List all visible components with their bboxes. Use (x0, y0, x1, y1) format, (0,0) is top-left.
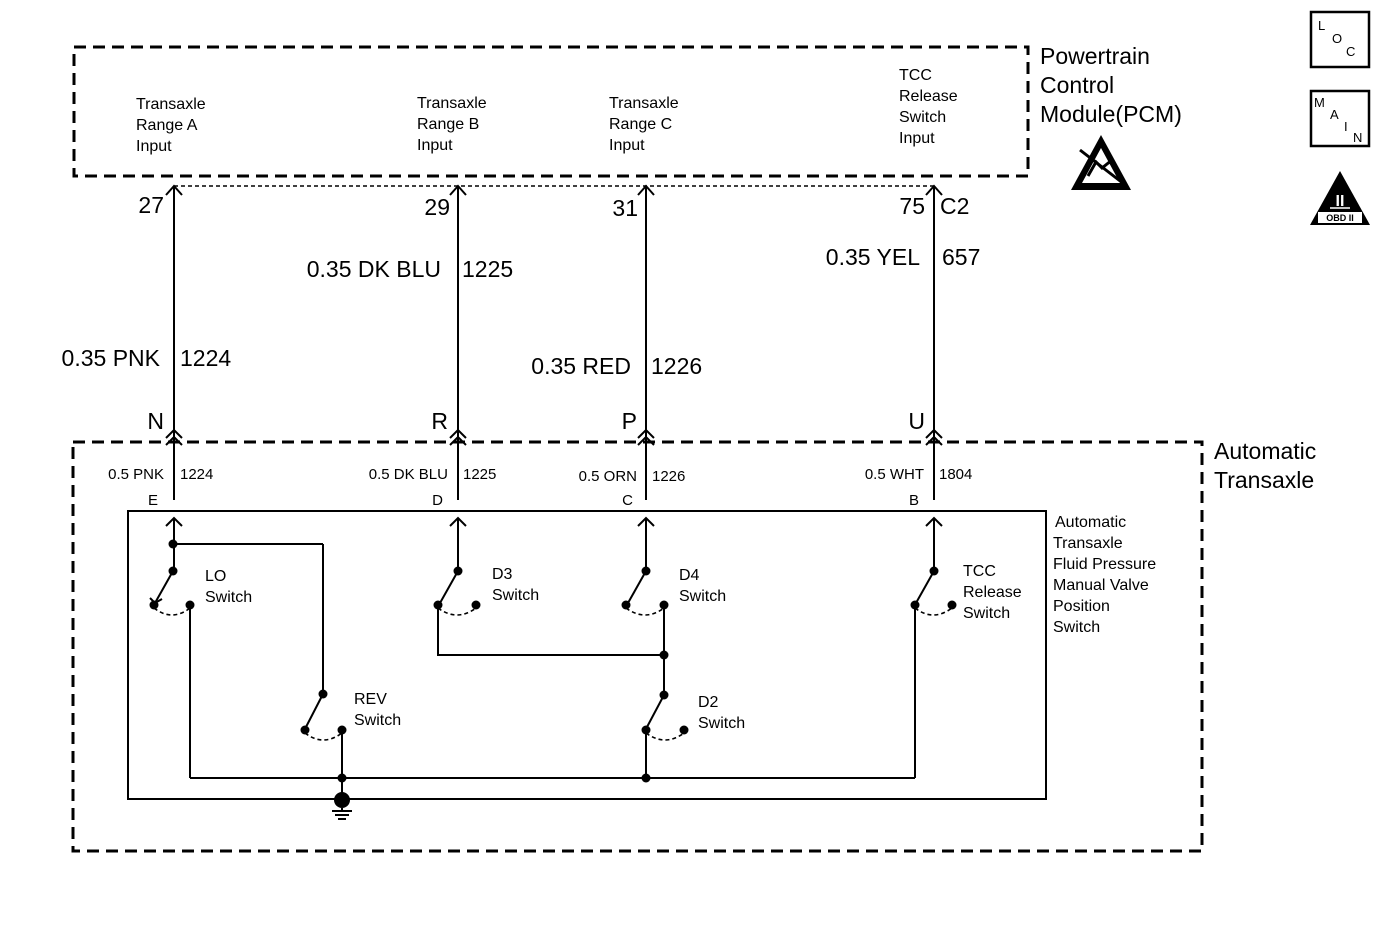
tx-wire-circuit-1225: 1225 (463, 466, 496, 483)
wire-color-red: 0.35 RED (531, 353, 631, 379)
lo-switch-label: LO Switch (205, 568, 252, 606)
tx-wire-color-pnk: 0.5 PNK (108, 466, 164, 483)
tx-wire-circuit-1224: 1224 (180, 466, 213, 483)
pcm-pin-31: 31 (612, 195, 638, 221)
pcm-title: Powertrain Control Module(PCM) (1040, 43, 1182, 127)
tx-wire-color-wht: 0.5 WHT (865, 466, 924, 483)
common-return-bus (190, 773, 915, 783)
wire-color-yel: 0.35 YEL (826, 244, 920, 270)
inline-connector-r: R (431, 408, 448, 434)
wire-color-pnk: 0.35 PNK (62, 345, 161, 371)
obd-ii-badge-icon: II OBD II (1310, 171, 1370, 225)
wire-color-dk-blu: 0.35 DK BLU (307, 256, 441, 282)
svg-text:II: II (1336, 193, 1345, 210)
pcm-connector-c2: C2 (940, 193, 969, 219)
tx-wire-circuit-1226: 1226 (652, 468, 685, 485)
wire-circuit-1224: 1224 (180, 345, 231, 371)
svg-text:O: O (1332, 31, 1342, 46)
svg-text:L: L (1318, 18, 1325, 33)
loc-badge-icon: L O C (1309, 10, 1371, 69)
svg-text:M: M (1314, 95, 1325, 110)
switch-assembly-label: Automatic Transaxle Fluid Pressure Manua… (1053, 514, 1161, 636)
transaxle-dashed-box (71, 440, 1204, 853)
tx-wire-circuit-1804: 1804 (939, 466, 972, 483)
pcm-input-range-a: Transaxle Range A Input (136, 96, 210, 155)
switch-assembly-box (127, 510, 1047, 800)
svg-text:C: C (1346, 44, 1355, 59)
lo-switch (149, 539, 323, 778)
transaxle-title: Automatic Transaxle (1214, 438, 1323, 493)
tx-pin-e: E (148, 492, 158, 509)
svg-text:I: I (1344, 119, 1348, 134)
tx-wire-color-dk-blu: 0.5 DK BLU (369, 466, 448, 483)
esd-sensitive-icon (1071, 135, 1131, 190)
tx-pin-c: C (622, 492, 633, 509)
ground-icon (332, 792, 352, 820)
wire-circuit-657: 657 (942, 244, 980, 270)
pcm-pin-75: 75 (899, 193, 925, 219)
pcm-input-range-b: Transaxle Range B Input (417, 95, 491, 154)
wire-circuit-1226: 1226 (651, 353, 702, 379)
d3-switch (433, 566, 664, 656)
pcm-pin-29: 29 (424, 194, 450, 220)
tx-pin-b: B (909, 492, 919, 509)
svg-text:N: N (1353, 130, 1362, 145)
rev-switch (300, 544, 347, 800)
d3-switch-label: D3 Switch (492, 566, 539, 604)
pcm-pin-27: 27 (138, 192, 164, 218)
svg-text:OBD II: OBD II (1326, 213, 1354, 223)
rev-switch-label: REV Switch (354, 691, 401, 729)
tx-wire-color-orn: 0.5 ORN (579, 468, 637, 485)
tcc-release-switch (910, 566, 957, 778)
inline-connector-p: P (622, 408, 637, 434)
tcc-release-switch-label: TCC Release Switch (963, 563, 1026, 622)
pcm-input-range-c: Transaxle Range C Input (609, 95, 683, 154)
main-badge-icon: M A I N (1309, 89, 1371, 148)
inline-connector-u: U (908, 408, 925, 434)
d4-switch-label: D4 Switch (679, 567, 726, 605)
svg-text:A: A (1330, 107, 1339, 122)
d4-switch (621, 566, 669, 694)
pcm-terminals (165, 184, 943, 196)
tx-pin-d: D (432, 492, 443, 509)
d2-switch-label: D2 Switch (698, 694, 745, 732)
wire-circuit-1225: 1225 (462, 256, 513, 282)
inline-connector-n: N (147, 408, 164, 434)
pcm-input-tcc-release: TCC Release Switch Input (899, 67, 962, 147)
d2-switch (641, 690, 689, 778)
pcm-dashed-box (72, 45, 1030, 178)
